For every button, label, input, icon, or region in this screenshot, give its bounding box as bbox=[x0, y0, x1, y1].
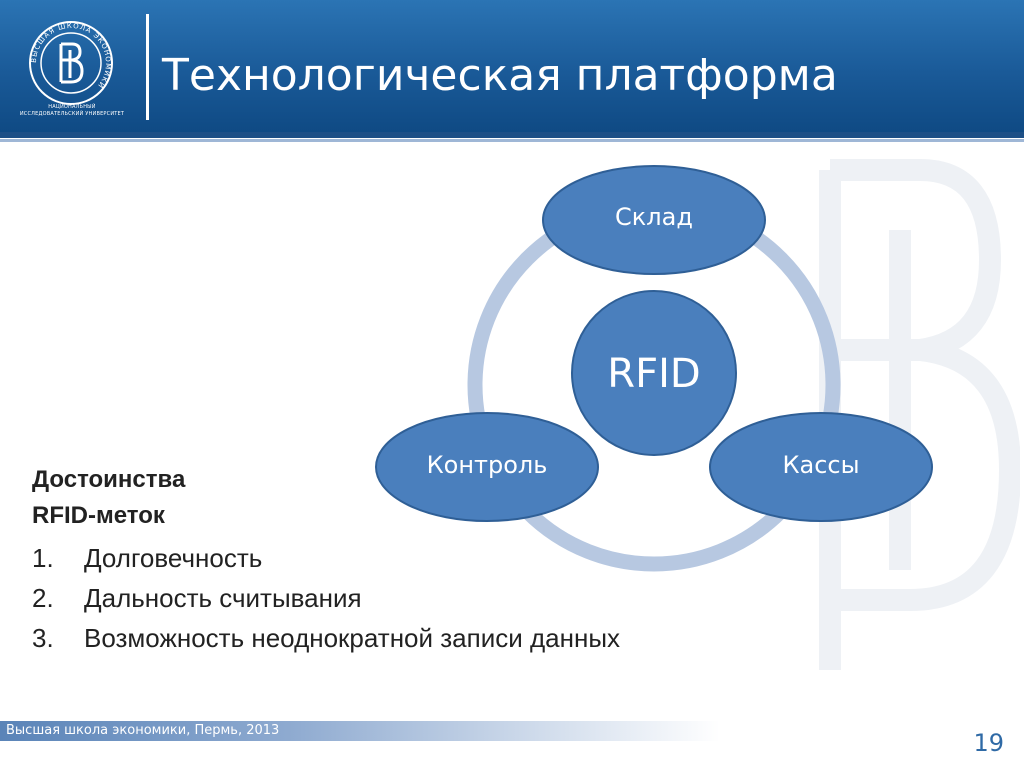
node-kassy-label: Кассы bbox=[782, 451, 859, 479]
logo-monogram-icon bbox=[59, 42, 84, 84]
node-sklad: Склад bbox=[542, 165, 766, 275]
header-divider bbox=[146, 14, 149, 120]
node-sklad-label: Склад bbox=[615, 203, 693, 231]
list-item-number: 2. bbox=[32, 583, 54, 613]
page-number: 19 bbox=[973, 729, 1004, 757]
rfid-center-label: RFID bbox=[607, 351, 700, 397]
header-bar bbox=[0, 0, 1024, 132]
list-item-text: Возможность неоднократной записи данных bbox=[84, 623, 621, 653]
list-item-number: 3. bbox=[32, 623, 54, 653]
footer-text: Высшая школа экономики, Пермь, 2013 bbox=[6, 723, 280, 738]
hse-logo: ВЫСШАЯ ШКОЛА ЭКОНОМИКИ bbox=[29, 21, 113, 105]
advantages-heading-line1: Достоинства bbox=[32, 466, 186, 493]
list-item: 3. Возможность неоднократной записи данн… bbox=[32, 618, 812, 658]
header-stripe bbox=[0, 132, 1024, 138]
node-kassy: Кассы bbox=[709, 412, 933, 522]
list-item-text: Дальность считывания bbox=[84, 583, 362, 613]
list-item: 1. Долговечность bbox=[32, 538, 812, 578]
header-stripe-light bbox=[0, 139, 1024, 142]
advantages-block: Достоинства RFID-меток 1. Долговечность … bbox=[32, 462, 812, 658]
page-title: Технологическая платформа bbox=[162, 50, 838, 101]
advantages-heading-line2: RFID-меток bbox=[32, 502, 165, 529]
list-item-number: 1. bbox=[32, 543, 54, 573]
advantages-heading: Достоинства RFID-меток bbox=[32, 462, 812, 534]
footer-bar bbox=[0, 721, 720, 741]
list-item-text: Долговечность bbox=[84, 543, 263, 573]
logo-caption: НАЦИОНАЛЬНЫЙ ИССЛЕДОВАТЕЛЬСКИЙ УНИВЕРСИТ… bbox=[19, 104, 125, 117]
node-kontrol-label: Контроль bbox=[427, 451, 548, 479]
node-rfid-center: RFID bbox=[571, 290, 737, 456]
node-kontrol: Контроль bbox=[375, 412, 599, 522]
list-item: 2. Дальность считывания bbox=[32, 578, 812, 618]
